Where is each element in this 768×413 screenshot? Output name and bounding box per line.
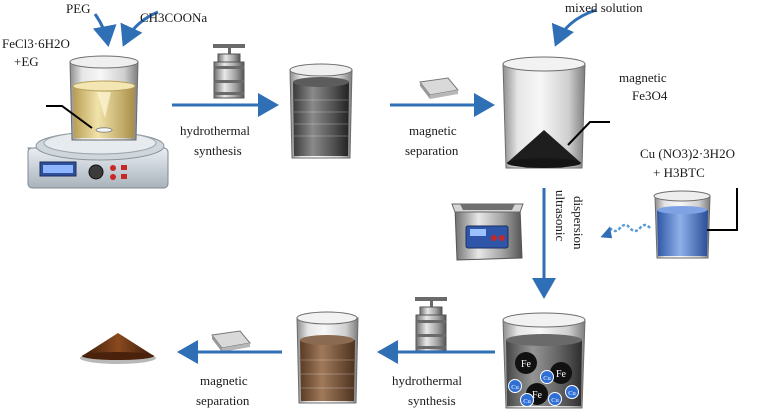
cu-particle: Cu — [548, 392, 562, 406]
beaker-dark-solution — [289, 63, 353, 159]
cu-particle: Cu — [520, 393, 534, 407]
fe-particle-label: Fe — [521, 359, 532, 370]
arrows — [92, 8, 597, 364]
fe-particle: Fe — [550, 362, 572, 384]
label-fecl3: FeCl3·6H2O — [2, 36, 70, 51]
fe-particle: Fe — [515, 352, 537, 374]
label-hydrothermal-1-line1: hydrothermal — [180, 123, 250, 138]
label-cu-no3: Cu (NO3)2·3H2O — [640, 146, 735, 161]
label-hydrothermal-1-line2: synthesis — [194, 143, 242, 158]
arrow-wave — [600, 223, 651, 239]
pointer-lines — [46, 105, 738, 231]
label-magnetic-sep-1-line2: separation — [405, 143, 459, 158]
cu-particle-label: Cu — [543, 375, 551, 382]
autoclave-top — [213, 44, 245, 99]
label-h3btc: + H3BTC — [653, 165, 705, 180]
arrow-mixed-solution — [551, 8, 597, 47]
label-ch3coona: CH3COONa — [140, 10, 207, 25]
cu-particle-label: Cu — [568, 390, 576, 397]
label-magnetic-sep-2-line2: separation — [196, 393, 250, 408]
beaker-brown-solution — [296, 311, 359, 404]
pointer-fe3o4 — [567, 121, 610, 146]
pointer-fecl3 — [46, 105, 93, 129]
cu-particle: Cu — [565, 385, 579, 399]
label-ultrasonic-line2: dispersion — [571, 196, 586, 250]
beaker-cu-solution — [653, 190, 711, 259]
label-fe3o4-line1: magnetic — [619, 70, 667, 85]
product-powder — [80, 333, 156, 364]
beaker-precursor — [69, 55, 139, 141]
cu-particle-label: Cu — [551, 397, 559, 404]
label-magnetic-sep-1-line1: magnetic — [409, 123, 457, 138]
label-fe3o4-line2: Fe3O4 — [632, 88, 668, 103]
fe-particle-label: Fe — [532, 390, 543, 401]
label-eg: +EG — [14, 54, 39, 69]
cu-particle: Cu — [540, 370, 554, 384]
label-magnetic-sep-2-line1: magnetic — [200, 373, 248, 388]
magnet-top — [419, 77, 459, 99]
arrow-peg — [92, 13, 117, 47]
autoclave-bottom — [415, 297, 447, 354]
label-ultrasonic-line1: ultrasonic — [553, 190, 568, 241]
cu-particle-label: Cu — [511, 384, 519, 391]
label-hydrothermal-2-line2: synthesis — [408, 393, 456, 408]
cu-particle: Cu — [508, 379, 522, 393]
pointer-cu — [707, 188, 738, 231]
label-hydrothermal-2-line1: hydrothermal — [392, 373, 462, 388]
cu-particle-label: Cu — [523, 398, 531, 405]
magnet-bottom — [211, 330, 251, 352]
beaker-fe3o4 — [502, 56, 586, 169]
ultrasonic-bath — [451, 203, 524, 261]
arrow-ch3coona — [120, 10, 159, 47]
fe-particle-label: Fe — [556, 369, 567, 380]
label-peg: PEG — [66, 1, 91, 16]
label-mixed-solution: mixed solution — [565, 0, 643, 15]
beaker-particles: Fe Fe Fe Cu Cu Cu Cu Cu — [502, 312, 586, 409]
